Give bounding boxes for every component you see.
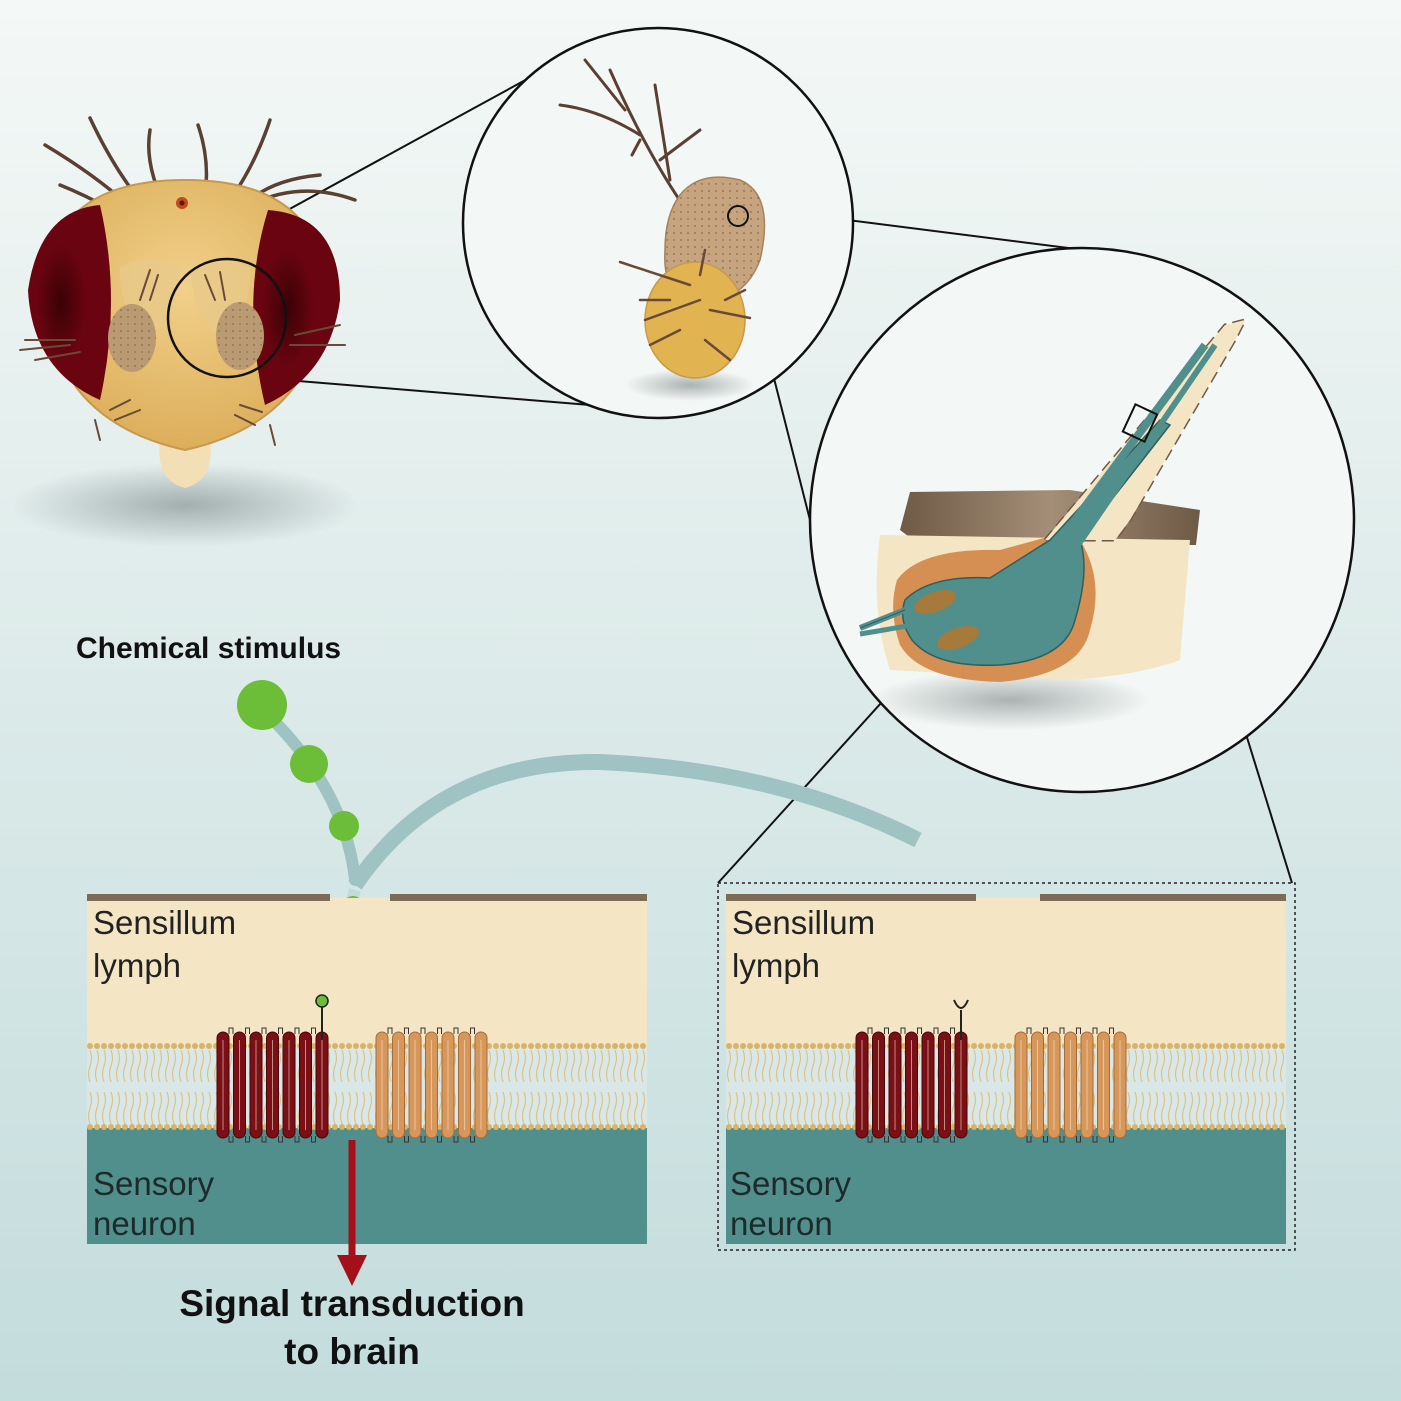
left-lymph-label-line2: lymph xyxy=(93,947,182,984)
proboscis xyxy=(159,440,211,488)
left-cuticle-a xyxy=(87,894,330,901)
left-cuticle-b xyxy=(390,894,647,901)
zoom-box-sensillum xyxy=(1121,403,1159,443)
right-lymph-layer xyxy=(726,898,1286,1048)
right-neuron-label-line2: neuron xyxy=(730,1205,833,1242)
left-membrane-panel xyxy=(87,894,647,1286)
left-receptors xyxy=(216,1027,488,1143)
right-receptors xyxy=(855,1027,1127,1143)
zoom-circle-face xyxy=(166,257,288,379)
right-neuron-layer xyxy=(726,1128,1286,1244)
fly-head-icon xyxy=(10,116,360,547)
left-neuron-label-line1: Sensory xyxy=(93,1165,215,1202)
odorant-molecule-icon xyxy=(237,680,287,730)
right-neuron-label-line1: Sensory xyxy=(730,1165,852,1202)
chemical-stimulus-label: Chemical stimulus xyxy=(76,632,342,665)
fly-head-shadow xyxy=(10,463,360,547)
antenna-zoom-circle xyxy=(461,26,855,420)
left-neuron-label-line2: neuron xyxy=(93,1205,196,1242)
left-neuron-layer xyxy=(87,1128,647,1244)
left-lymph-label-line1: Sensillum xyxy=(93,904,237,941)
right-cuticle-b xyxy=(1040,894,1286,901)
empty-binding-site xyxy=(953,999,969,1009)
right-lymph-label-line2: lymph xyxy=(732,947,821,984)
left-lymph-layer xyxy=(87,898,647,1048)
left-membrane xyxy=(87,1043,647,1130)
sensillum-icon xyxy=(808,246,1356,794)
bound-odorant xyxy=(315,994,329,1008)
antenna-icon xyxy=(461,26,855,420)
signal-label-line1: Signal transduction xyxy=(179,1283,525,1324)
right-membrane xyxy=(726,1043,1286,1130)
right-compound-eye xyxy=(253,210,340,405)
right-dashed-frame xyxy=(717,882,1296,1251)
right-membrane-panel xyxy=(717,882,1296,1251)
arrow-down-icon xyxy=(337,1255,367,1286)
signal-transduction-label: Signal transduction to brain xyxy=(92,1280,612,1376)
right-lymph-label-line1: Sensillum xyxy=(732,904,876,941)
signal-label-line2: to brain xyxy=(284,1331,420,1372)
left-compound-eye xyxy=(28,205,111,400)
right-cuticle-a xyxy=(726,894,976,901)
zoom-circle-antenna xyxy=(727,205,749,227)
